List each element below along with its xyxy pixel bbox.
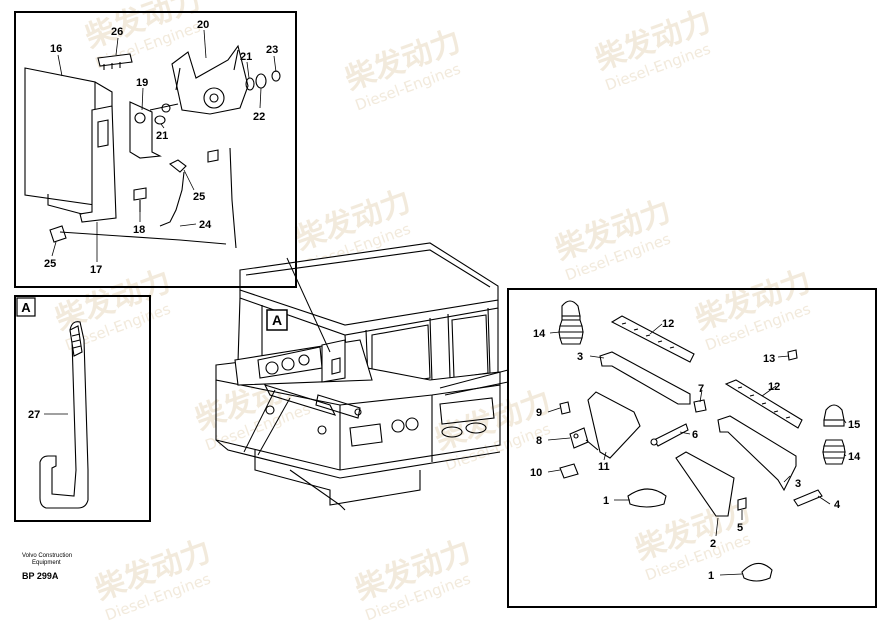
inset-a-label: A [21,300,31,315]
callout-1: 1 [603,495,609,507]
part-24-cable [159,171,185,227]
part-14-bellows-right [822,439,846,465]
part-21-washer [245,77,255,91]
part-25-clip-lower [49,225,67,243]
watermark-tile: 柴发动力 Diesel-Engines [691,264,816,355]
watermark-tile: 柴发动力 Diesel-Engines [351,534,476,625]
part-22-washer [255,73,267,89]
part-17-bracket [79,105,117,223]
part-4-strip [793,489,823,507]
part-5-screw [737,497,747,511]
watermark-tile: 柴发动力 Diesel-Engines [51,264,176,355]
callout-16: 16 [50,43,62,55]
part-15-cap [823,404,845,427]
callout-18: 18 [133,224,145,236]
callout-21-lower: 21 [156,130,168,142]
callout-24: 24 [199,219,212,231]
part-23-nut [271,70,281,82]
part-19-bracket [129,101,162,159]
callout-20: 20 [197,19,209,31]
callout-19: 19 [136,77,148,89]
part-7-clip [693,399,707,413]
callout-12: 12 [662,318,674,330]
watermark-tile: 柴发动力 Diesel-Engines [341,24,466,115]
part-3-bracket-lower [717,415,797,492]
part-27-handle [39,321,89,509]
callout-14: 14 [533,328,546,340]
callout-3-lower: 3 [795,478,801,490]
part-1-cap-lower [741,562,773,582]
callout-7: 7 [698,383,704,395]
callout-11: 11 [598,461,610,473]
callout-23: 23 [266,44,278,56]
cab-assembly [215,242,501,511]
leader-lines [243,257,509,456]
caption-line-2: Equipment [32,560,61,566]
top-left-leaders [51,29,277,262]
callout-8: 8 [536,435,542,447]
caption-line-1: Volvo Construction [22,553,73,559]
part-3-bracket [599,351,691,405]
part-14-bellows [558,300,584,345]
callout-1-lower: 1 [708,570,714,582]
part-8-bracket [569,427,589,449]
publisher-caption: Volvo Construction Equipment BP 299A [22,553,72,581]
callout-17: 17 [90,264,102,276]
callout-4: 4 [834,499,841,511]
callout-10: 10 [530,467,542,479]
callout-15: 15 [848,419,860,431]
watermark-tile: 柴发动力 Diesel-Engines [431,384,556,475]
right-detail: 14 12 3 13 7 12 9 6 15 8 14 10 11 3 1 4 … [507,288,877,608]
callout-5: 5 [737,522,743,534]
part-12-strip [610,315,695,363]
caption-code: BP 299A [22,571,59,581]
inset-a-detail: A 27 [14,295,151,522]
part-2-mirror [675,451,735,517]
callout-3: 3 [577,351,583,363]
part-20-motor [171,44,249,115]
part-6-arm [653,423,689,447]
callout-12-right: 12 [768,381,780,393]
callout-21: 21 [240,51,252,63]
watermark-layer: 柴发动力 Diesel-Engines 柴发动力 Diesel-Engines … [51,0,816,625]
callout-27: 27 [28,409,40,421]
cab-view-marker: A [266,309,288,331]
part-26-clip [97,53,133,67]
watermark-tile: 柴发动力 Diesel-Engines [91,534,216,625]
watermark-tile: 柴发动力 Diesel-Engines [591,4,716,95]
callout-6: 6 [692,429,698,441]
callout-14-right: 14 [848,451,861,463]
part-11-mirror [587,391,641,459]
callout-22: 22 [253,111,265,123]
part-13-screw [787,349,798,361]
callout-26: 26 [111,26,123,38]
callout-13: 13 [763,353,775,365]
part-25-clip [168,159,187,173]
part-1-cap [627,488,667,508]
callout-9: 9 [536,407,542,419]
part-18-bolt [133,187,147,201]
part-9-clip [559,401,571,415]
part-10-clip [559,463,579,479]
right-leaders [547,323,847,576]
callout-25: 25 [193,191,205,203]
callout-2: 2 [710,538,716,550]
watermark-tile: 柴发动力 Diesel-Engines [551,194,676,285]
cab-marker-label: A [272,312,282,328]
callout-25-lower: 25 [44,258,56,270]
top-left-detail: 16 26 20 23 21 19 22 21 25 18 24 25 17 [14,11,297,288]
part-16-panel [24,67,96,206]
